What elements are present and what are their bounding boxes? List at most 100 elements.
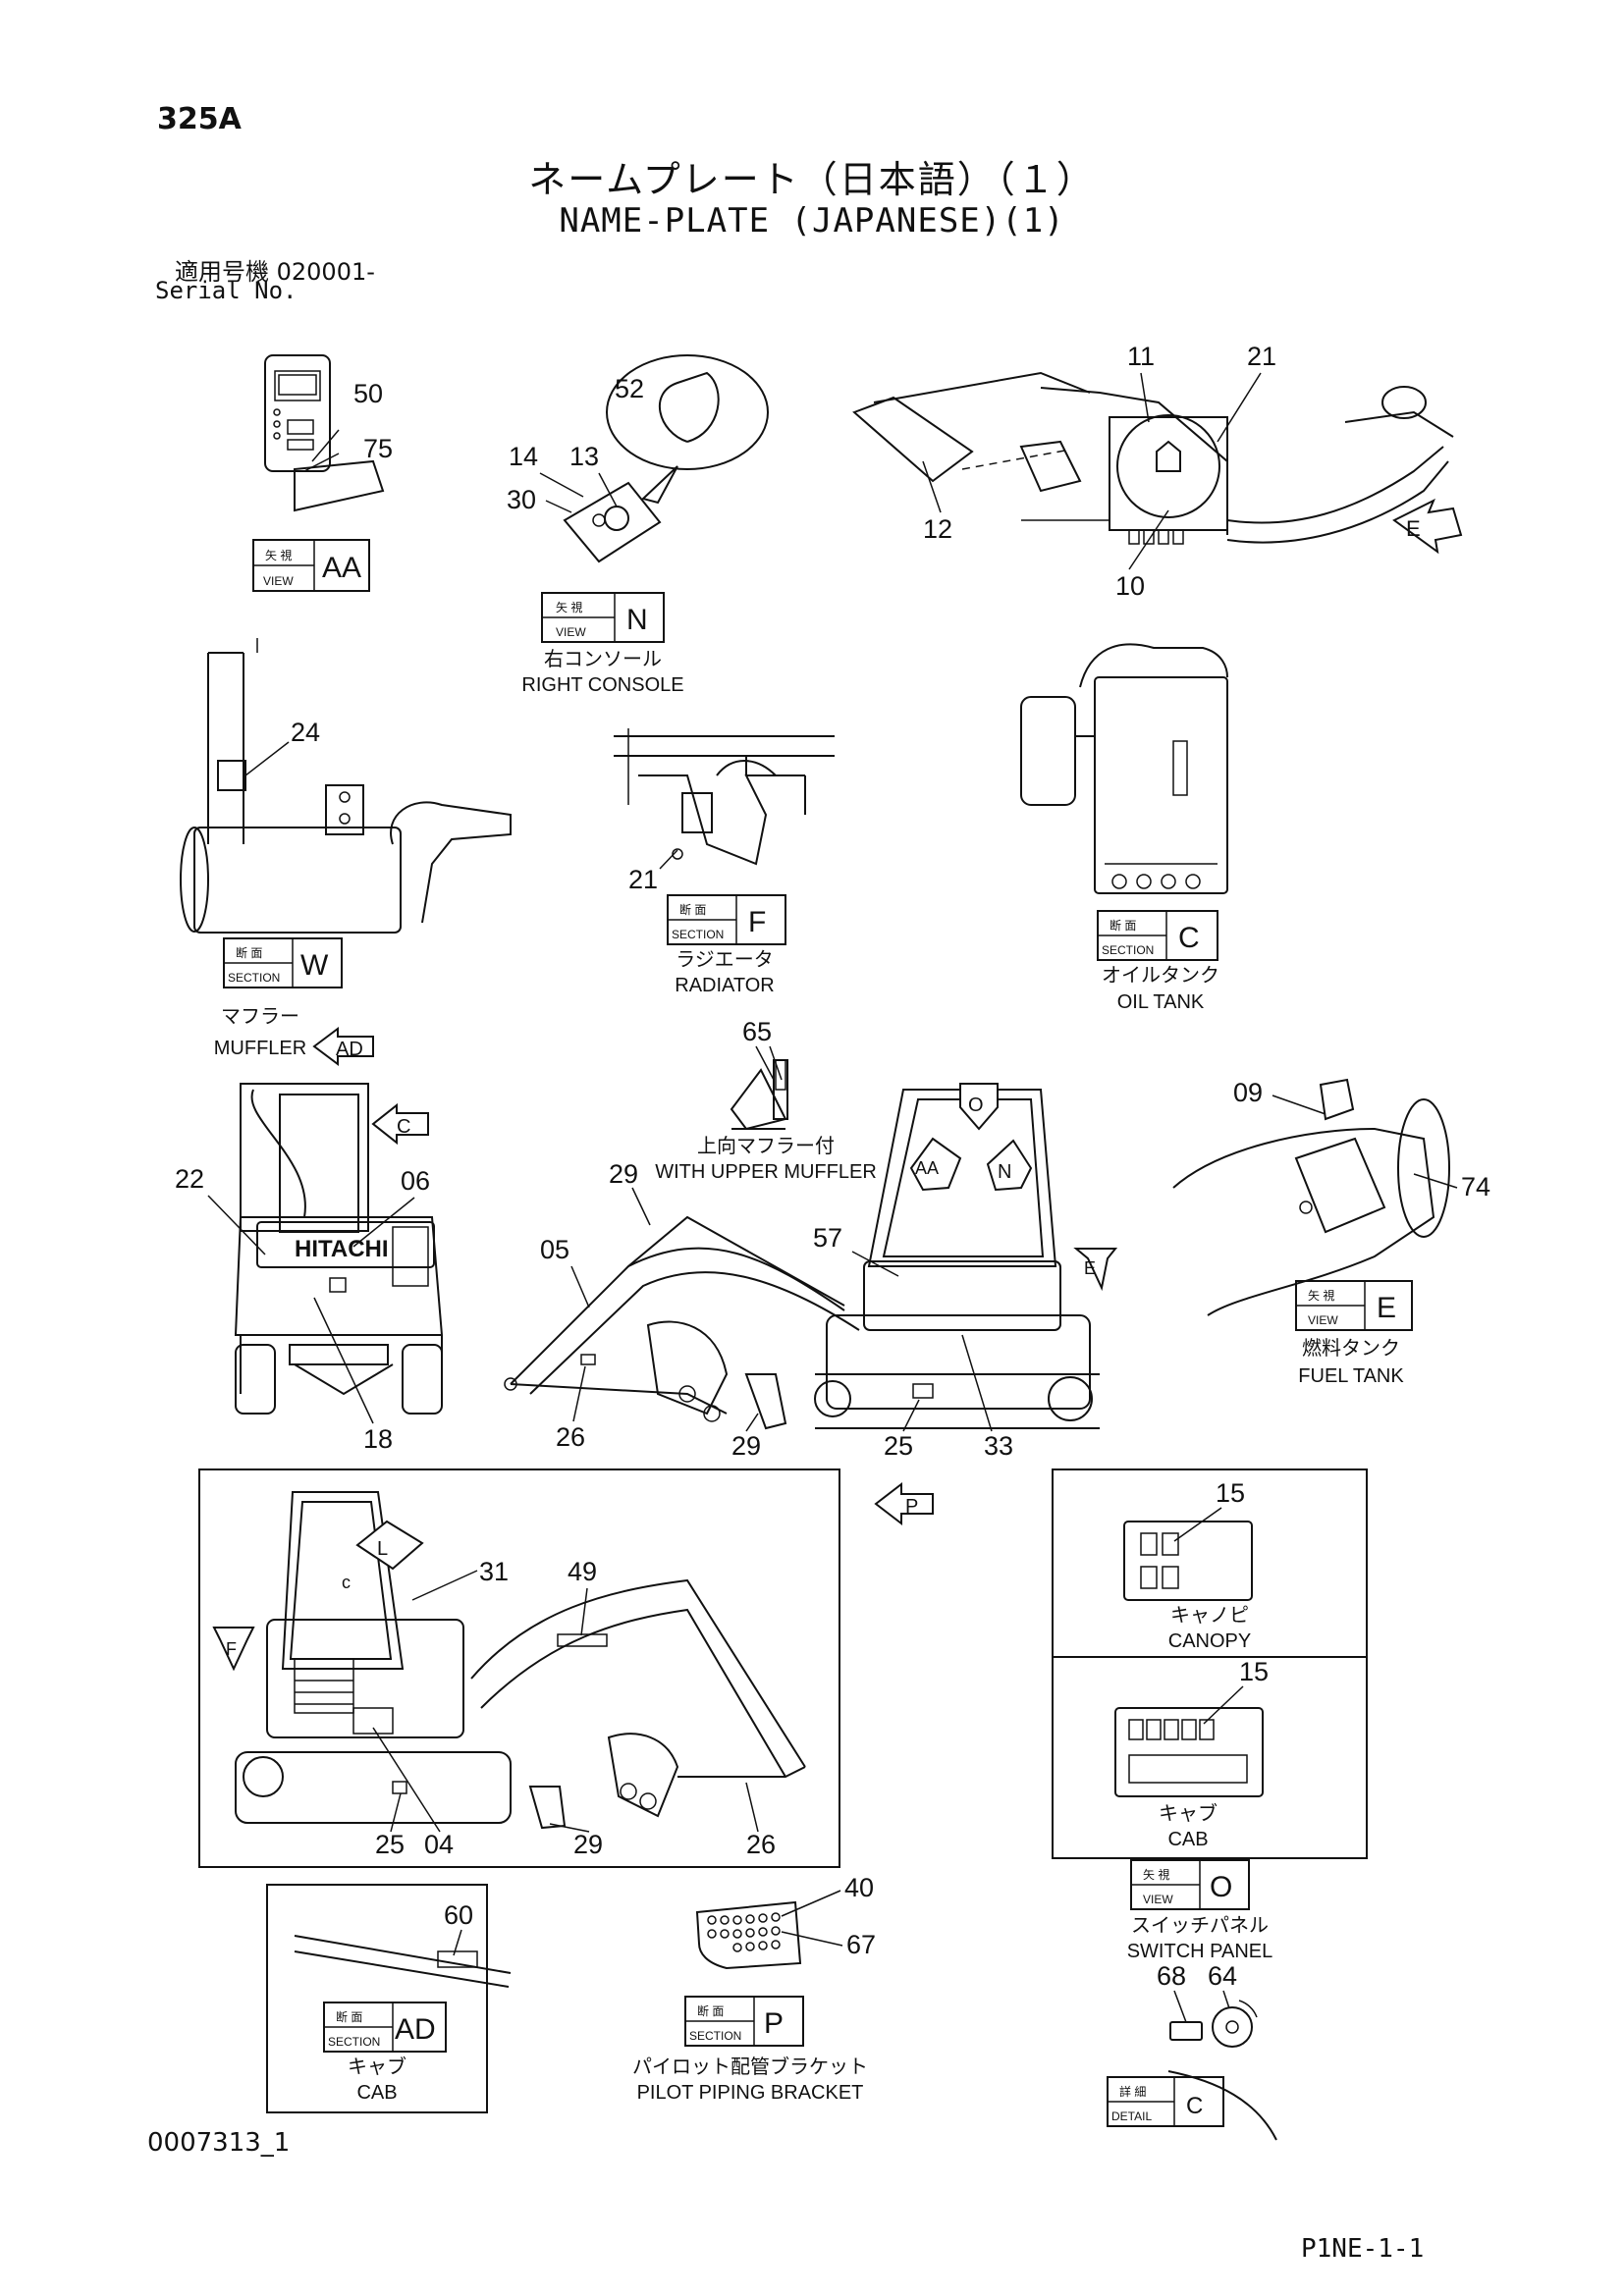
svg-text:AD: AD (336, 1039, 363, 1060)
cab-top-assembly-drawing (852, 371, 1454, 545)
svg-text:F: F (226, 1639, 237, 1659)
part-number-04: 04 (424, 1830, 454, 1859)
svg-text:P: P (905, 1496, 918, 1518)
part-number-10: 10 (1115, 571, 1145, 601)
svg-text:O: O (968, 1095, 984, 1116)
side-view-frame (198, 1468, 840, 1868)
caption-upper-muffler-en: WITH UPPER MUFFLER (655, 1161, 877, 1183)
page-reference: P1NE-1-1 (1301, 2234, 1425, 2264)
section-p-reference-box: 断 面 SECTION P (684, 1996, 804, 2047)
svg-text:C: C (1178, 922, 1200, 954)
svg-text:断 面: 断 面 (236, 945, 262, 960)
section-w-reference-box: 断 面 SECTION W (223, 937, 343, 988)
svg-text:F: F (748, 906, 766, 938)
part-number-25a: 25 (884, 1431, 913, 1461)
part-number-29a: 29 (609, 1159, 638, 1189)
view-e-arrow: E (1392, 498, 1463, 555)
svg-text:詳 細: 詳 細 (1119, 2084, 1146, 2099)
view-c-arrow: C (371, 1102, 429, 1146)
part-number-33: 33 (984, 1431, 1013, 1461)
view-o-reference-box: 矢 視 VIEW O (1130, 1859, 1250, 1910)
part-number-15b: 15 (1239, 1657, 1269, 1686)
part-number-13: 13 (569, 442, 599, 471)
svg-text:E: E (1406, 516, 1421, 541)
svg-text:AD: AD (395, 2013, 436, 2046)
part-number-14: 14 (509, 442, 538, 471)
title-english: NAME-PLATE (JAPANESE)(1) (559, 201, 1065, 240)
svg-text:断 面: 断 面 (697, 2003, 724, 2018)
section-ad-frame (266, 1884, 488, 2113)
view-f-arrow: F (212, 1627, 255, 1672)
section-w-muffler-drawing (180, 638, 512, 934)
svg-text:C: C (1186, 2093, 1203, 2119)
part-number-74: 74 (1461, 1172, 1490, 1201)
svg-text:HITACHI: HITACHI (295, 1236, 389, 1262)
part-number-67: 67 (846, 1930, 876, 1959)
section-ad-cab-drawing (294, 1935, 512, 1988)
caption-pilot-jp: パイロット配管ブラケット (632, 2055, 868, 2078)
part-number-21a: 21 (1247, 342, 1276, 371)
part-number-30: 30 (507, 485, 536, 514)
view-o-arrow: O (959, 1083, 999, 1131)
caption-radiator-en: RADIATOR (675, 975, 775, 996)
part-number-29c: 29 (573, 1830, 603, 1859)
svg-text:N: N (998, 1161, 1011, 1183)
view-aa-reference-box: 矢 視 VIEW AA (252, 539, 370, 592)
rear-view-machine-drawing: HITACHI (234, 1083, 444, 1415)
svg-text:VIEW: VIEW (556, 625, 586, 639)
section-c-reference-box: 断 面 SECTION C (1097, 910, 1218, 961)
svg-text:DETAIL: DETAIL (1111, 2109, 1152, 2123)
part-number-25b: 25 (375, 1830, 405, 1859)
part-number-12: 12 (923, 514, 952, 544)
part-number-18: 18 (363, 1424, 393, 1454)
svg-text:矢 視: 矢 視 (1308, 1288, 1334, 1303)
section-c-oil-tank-drawing (1020, 643, 1228, 894)
svg-text:N: N (626, 604, 648, 636)
view-aa-monitor-drawing (264, 354, 385, 512)
canopy-switch-panel-drawing (1123, 1521, 1253, 1601)
caption-canopy-en: CANOPY (1168, 1630, 1251, 1652)
svg-text:VIEW: VIEW (263, 574, 294, 588)
view-n-reference-box: 矢 視 VIEW N (541, 592, 665, 643)
svg-text:W: W (300, 949, 329, 982)
part-number-57: 57 (813, 1223, 842, 1253)
caption-radiator-jp: ラジエータ (676, 948, 774, 971)
svg-text:SECTION: SECTION (672, 928, 724, 941)
caption-cab2-en: CAB (356, 2082, 397, 2104)
caption-cab-en: CAB (1167, 1829, 1208, 1850)
model-number: 325A (157, 102, 242, 136)
caption-pilot-en: PILOT PIPING BRACKET (637, 2082, 864, 2104)
part-number-26b: 26 (746, 1830, 776, 1859)
section-f-radiator-drawing (614, 728, 835, 866)
svg-text:SECTION: SECTION (689, 2029, 741, 2043)
view-n-arrow: N (986, 1139, 1033, 1192)
svg-text:O: O (1210, 1871, 1232, 1903)
view-e-reference-box: 矢 視 VIEW E (1295, 1280, 1413, 1331)
part-number-29b: 29 (731, 1431, 761, 1461)
svg-text:断 面: 断 面 (1110, 918, 1136, 933)
upper-muffler-inset-drawing (730, 1059, 788, 1131)
section-ad-reference-box: 断 面 SECTION AD (323, 2002, 447, 2053)
caption-right-console-en: RIGHT CONSOLE (521, 674, 683, 696)
svg-text:VIEW: VIEW (1308, 1313, 1338, 1327)
caption-switch-panel-en: SWITCH PANEL (1127, 1941, 1273, 1962)
svg-text:矢 視: 矢 視 (556, 600, 582, 614)
caption-cab-jp: キャブ (1159, 1801, 1218, 1825)
svg-text:矢 視: 矢 視 (1143, 1867, 1169, 1882)
view-l-arrow: L c (342, 1520, 424, 1592)
title-japanese: ネームプレート（日本語）（１） (528, 158, 1096, 201)
part-number-06: 06 (401, 1166, 430, 1196)
view-ad-arrow: AD (312, 1027, 374, 1066)
serial-label-japanese: 適用号機 020001- (175, 258, 375, 286)
svg-text:断 面: 断 面 (336, 2009, 362, 2024)
part-number-22: 22 (175, 1164, 204, 1194)
svg-text:c: c (342, 1573, 351, 1592)
part-number-49: 49 (568, 1557, 597, 1586)
cab-switch-panel-drawing (1114, 1707, 1264, 1797)
switch-panel-frame (1052, 1468, 1368, 1859)
view-e-fuel-tank-drawing (1172, 1078, 1450, 1316)
svg-text:矢 視: 矢 視 (265, 548, 292, 562)
detail-c-reference-box: 詳 細 DETAIL C (1107, 2076, 1224, 2127)
part-number-31: 31 (479, 1557, 509, 1586)
caption-fuel-tank-en: FUEL TANK (1298, 1365, 1404, 1387)
